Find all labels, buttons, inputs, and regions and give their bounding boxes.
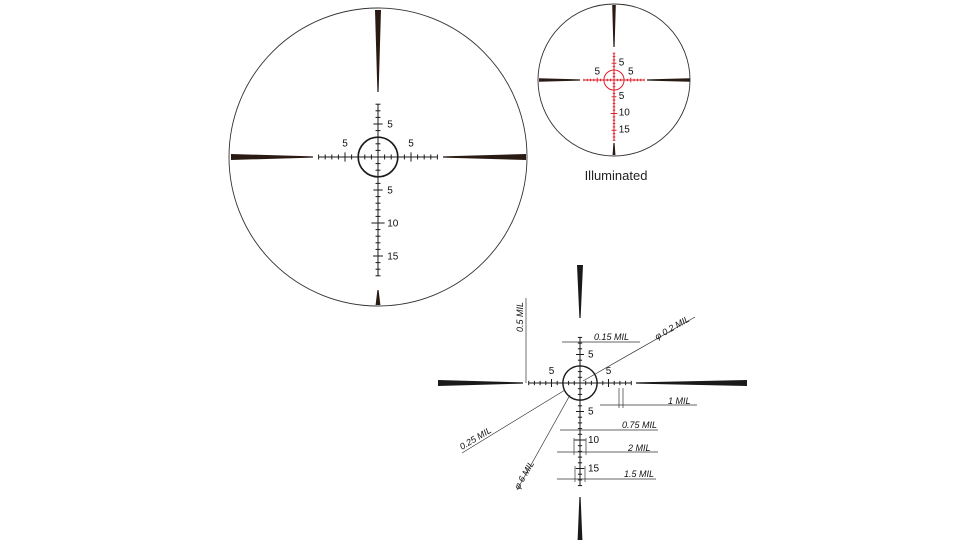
bottom-post (577, 497, 583, 540)
left-post (438, 380, 523, 386)
dimension-reticle: 5 5 5 5 10 15 (438, 265, 747, 540)
dimension-label: 2 MIL (627, 443, 651, 453)
outer-ring (228, 7, 528, 307)
reticle-number: 5 (619, 91, 625, 102)
dimension-line (516, 394, 571, 491)
dimension-line (461, 389, 566, 454)
right-post (443, 154, 526, 160)
reticle-number: 5 (588, 407, 594, 418)
reticle-number: 5 (342, 138, 348, 149)
reticle-number: 5 (588, 350, 594, 361)
reticle-number: 5 (628, 67, 634, 78)
dimension-label: φ 6 MIL (512, 459, 536, 491)
reticle-number: 5 (387, 120, 393, 131)
top-post (375, 10, 381, 92)
reticle-number: 15 (387, 252, 399, 263)
dimension-line (582, 316, 696, 382)
dimension-annotations: 0.15 MIL φ 0.2 MIL 0.5 MIL 1 MIL 0.75 MIL 2 M… (458, 298, 697, 491)
center-circle (562, 365, 598, 401)
reticle-number: 5 (408, 138, 414, 149)
top-post (577, 265, 583, 318)
right-post (647, 78, 690, 82)
reticle-number: 5 (606, 366, 612, 377)
reticle-number: 15 (619, 124, 631, 135)
center-circle (357, 136, 399, 178)
reticle-number: 5 (387, 186, 393, 197)
reticle-number: 10 (387, 219, 399, 230)
bottom-post (612, 143, 616, 155)
bottom-post (375, 290, 381, 305)
center-circle (603, 69, 625, 91)
top-post (612, 5, 616, 47)
reticle-number: 10 (619, 108, 631, 119)
right-post (636, 380, 747, 386)
left-post (539, 78, 580, 82)
dimension-label: 1 MIL (668, 396, 691, 406)
dimension-label: φ 0.2 MIL (653, 314, 691, 342)
reticle-number: 5 (619, 57, 625, 68)
dimension-label: 0.5 MIL (515, 302, 525, 332)
center-dot (377, 156, 379, 158)
reticle-number: 10 (588, 435, 600, 446)
center-dot (613, 79, 615, 81)
dimension-label: 0.25 MIL (458, 425, 493, 452)
reticle-number: 5 (549, 366, 555, 377)
center-dot (579, 382, 581, 384)
main-reticle: 5 5 5 5 10 15 (228, 7, 528, 307)
dimension-label: 0.15 MIL (594, 332, 629, 342)
dimension-label: 0.75 MIL (622, 420, 657, 430)
illuminated-caption: Illuminated (585, 168, 648, 183)
dimension-label: 1.5 MIL (624, 469, 654, 479)
reticle-number: 15 (588, 464, 600, 475)
left-post (231, 154, 313, 160)
reticle-number: 5 (594, 67, 600, 78)
